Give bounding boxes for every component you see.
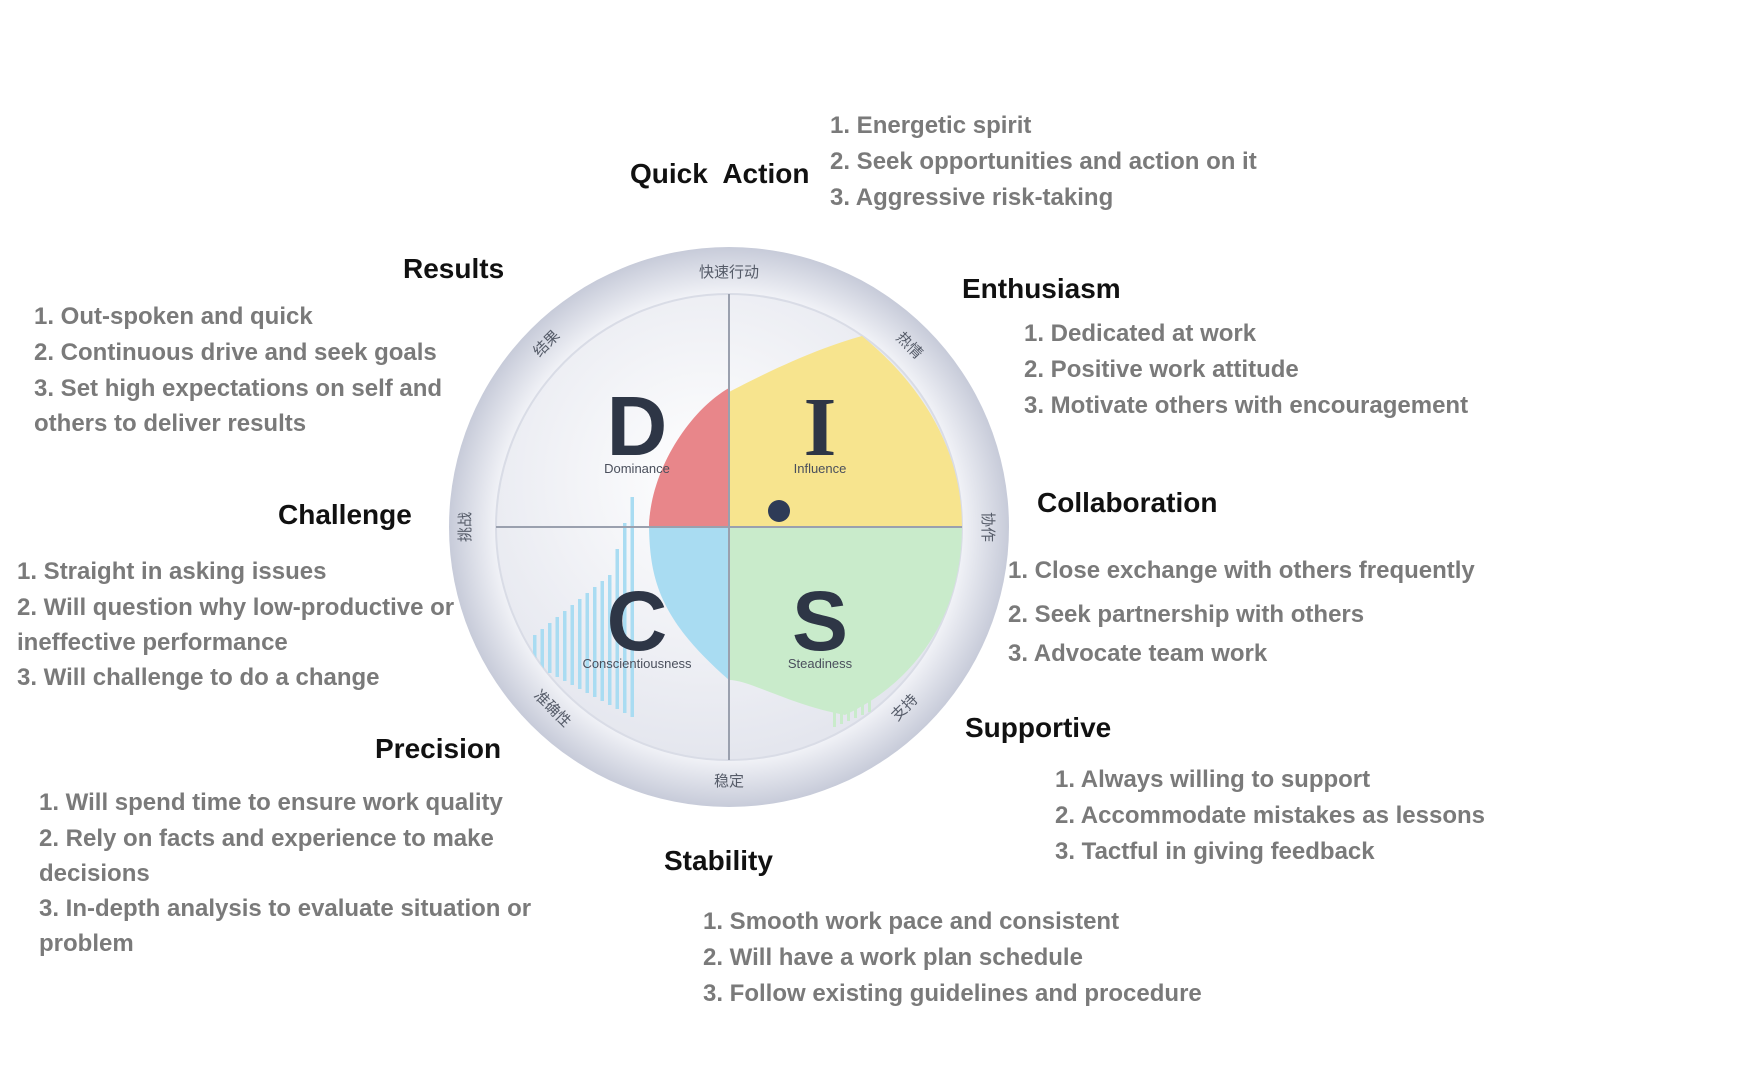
hatch-bar [854,696,857,718]
trait-title-challenge: Challenge [278,499,412,530]
quadrant-dominance-fill [649,388,729,527]
list-item: 1. Always willing to support [1055,766,1371,793]
list-item: 1. Out-spoken and quick [34,303,313,330]
list-item: 3. Set high expectations on self and oth… [34,375,443,437]
hatch-bar [555,617,559,677]
hatch-conscientiousness [533,497,634,717]
trait-list-results: 1. Out-spoken and quick 2. Continuous dr… [34,299,474,441]
ring-label-right: 协作 [979,512,997,542]
trait-title-stability: Stability [664,845,773,876]
list-item: 3. Motivate others with encouragement [1024,392,1469,419]
ring-label-left: 挑战 [456,512,474,542]
hatch-bar [578,599,582,689]
list-item: 2. Seek partnership with others [1008,601,1365,628]
letter-c: C [607,574,668,668]
list-item: 2. Accommodate mistakes as lessons [1055,802,1485,829]
letter-s: S [792,574,848,668]
hatch-bar [570,605,574,685]
hatch-bar [540,629,544,669]
hatch-bar [630,497,634,717]
trait-list-quick-action: 1. Energetic spirit 2. Seek opportunitie… [830,108,1257,216]
trait-title-results: Results [403,253,505,284]
hatch-bar [623,523,627,713]
quadrant-influence-fill [729,336,962,527]
hatch-bar [840,702,843,724]
letter-i: I [804,381,837,474]
hatch-bar [585,593,589,693]
list-item: 2. Continuous drive and seek goals [34,339,437,366]
hatch-bar [593,587,597,697]
label-dominance: Dominance [604,461,670,476]
label-steadiness: Steadiness [788,656,853,671]
list-item: 2. Rely on facts and experience to make … [39,825,494,887]
trait-title-supportive: Supportive [965,712,1112,743]
trait-title-collaboration: Collaboration [1037,487,1218,518]
list-item: 2. Seek opportunities and action on it [830,148,1257,175]
list-item: 1. Straight in asking issues [17,558,327,585]
list-item: 3. Tactful in giving feedback [1055,838,1375,865]
ring-label-bottom: 稳定 [714,772,744,790]
hatch-steadiness [833,690,871,727]
list-item: 3. In-depth analysis to evaluate situati… [39,895,532,957]
hatch-bar [847,699,850,721]
hatch-bar [563,611,567,681]
hatch-bar [868,690,871,712]
label-influence: Influence [794,461,847,476]
list-item: 3. Follow existing guidelines and proced… [703,980,1202,1007]
list-item: 3. Aggressive risk-taking [830,184,1114,211]
hatch-bar [548,623,552,673]
quadrant-conscientiousness-fill [649,527,729,680]
hatch-bar [833,705,836,727]
trait-list-supportive: 1. Always willing to support 2. Accommod… [1055,762,1485,870]
position-marker [768,500,790,522]
list-item: 1. Will spend time to ensure work qualit… [39,789,503,816]
trait-title-precision: Precision [375,733,502,764]
hatch-bar [533,635,537,665]
list-item: 1. Close exchange with others frequently [1008,557,1475,584]
hatch-bar [861,693,864,715]
list-item: 1. Smooth work pace and consistent [703,908,1120,935]
ring-label-top: 快速行动 [699,263,759,281]
trait-list-challenge: 1. Straight in asking issues 2. Will que… [17,554,467,696]
list-item: 3. Will challenge to do a change [17,664,380,691]
list-item: 2. Positive work attitude [1024,356,1299,383]
hatch-bar [600,581,604,701]
trait-title-quick-action: Quick Action [630,158,810,189]
hatch-bar [608,575,612,705]
trait-list-collaboration: 1. Close exchange with others frequently… [1008,548,1475,672]
list-item: 2. Will have a work plan schedule [703,944,1083,971]
list-item: 3. Advocate team work [1008,640,1268,667]
list-item: 1. Energetic spirit [830,112,1032,139]
trait-title-enthusiasm: Enthusiasm [962,273,1121,304]
quadrant-steadiness-fill [729,527,962,715]
list-item: 2. Will question why low-productive or i… [17,594,455,656]
hatch-bar [615,549,619,709]
trait-list-enthusiasm: 1. Dedicated at work 2. Positive work at… [1024,316,1468,424]
trait-list-precision: 1. Will spend time to ensure work qualit… [39,785,579,961]
letter-d: D [607,379,668,473]
label-conscientiousness: Conscientiousness [582,656,692,671]
trait-list-stability: 1. Smooth work pace and consistent 2. Wi… [703,904,1202,1012]
list-item: 1. Dedicated at work [1024,320,1257,347]
